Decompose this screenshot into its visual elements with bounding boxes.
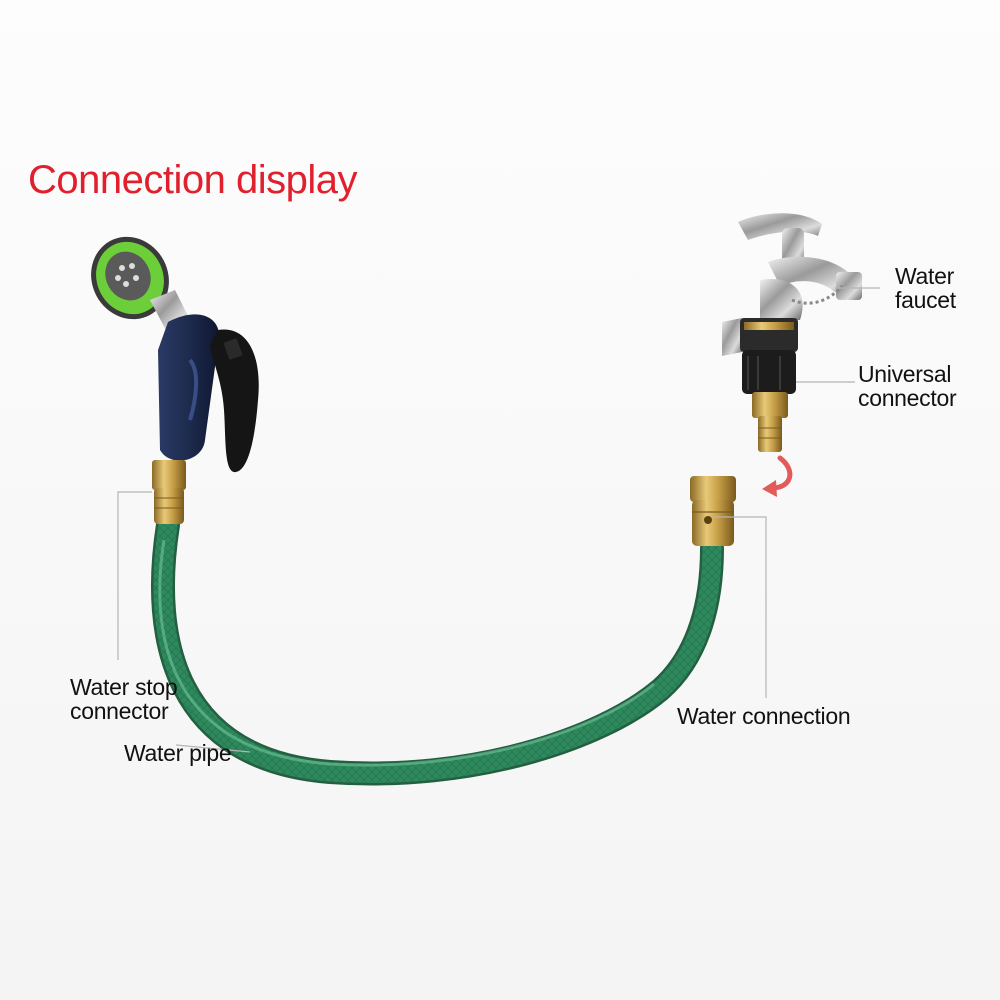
universal-connector-fitting bbox=[722, 318, 798, 452]
label-water-stop-connector: Water stop connector bbox=[70, 675, 177, 723]
label-water-stop-connector-line1: Water stop bbox=[70, 675, 177, 699]
leader-line-water-stop bbox=[118, 492, 152, 660]
label-water-stop-connector-line2: connector bbox=[70, 699, 177, 723]
water-stop-connector-fitting bbox=[152, 460, 186, 524]
label-universal-connector: Universal connector bbox=[858, 362, 956, 410]
connection-arrow bbox=[762, 458, 790, 497]
page-title: Connection display bbox=[28, 158, 357, 203]
label-universal-connector-line1: Universal bbox=[858, 362, 956, 386]
label-water-faucet-line2: faucet bbox=[895, 288, 956, 312]
water-connection-fitting bbox=[690, 476, 736, 546]
spray-nozzle bbox=[77, 223, 259, 472]
label-water-faucet: Water faucet bbox=[895, 264, 956, 312]
label-water-connection: Water connection bbox=[677, 704, 850, 728]
label-universal-connector-line2: connector bbox=[858, 386, 956, 410]
water-pipe-hose bbox=[160, 525, 712, 773]
label-water-faucet-line1: Water bbox=[895, 264, 956, 288]
label-water-pipe: Water pipe bbox=[124, 741, 231, 765]
water-faucet bbox=[738, 213, 862, 320]
